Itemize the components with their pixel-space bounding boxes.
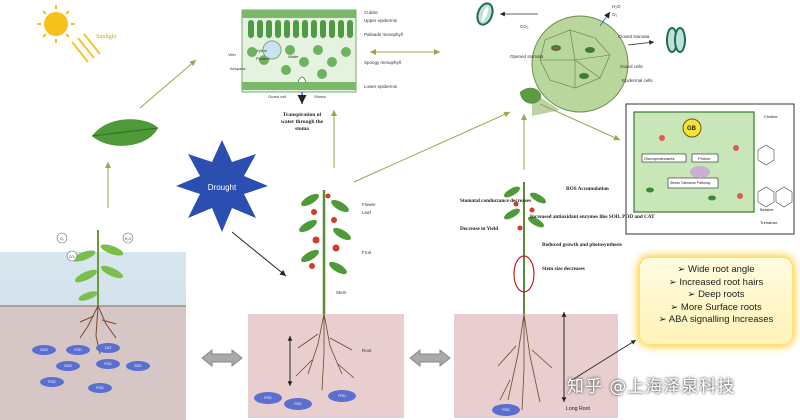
label-stress-pathway: Stress Tolerance Pathway bbox=[670, 181, 711, 185]
enzyme-label: CAT bbox=[105, 346, 113, 350]
glycine-betaine-panel bbox=[625, 103, 795, 235]
label-closed-stomata: Closed stomata bbox=[618, 34, 650, 39]
bubble-label: CO₂ bbox=[69, 255, 76, 259]
flow-arrows bbox=[105, 49, 621, 208]
leaf-icon bbox=[91, 119, 159, 146]
enzyme-label: SOD bbox=[40, 348, 48, 352]
enzyme-label: POD bbox=[96, 386, 104, 390]
label-spongy: Spongy mesophyll bbox=[364, 60, 401, 65]
normal-plant bbox=[248, 190, 404, 418]
caption-line-2: water through the bbox=[281, 119, 324, 125]
caption-line-3: stoma bbox=[295, 126, 309, 132]
transpiration-caption: Transpiration of water through the stoma bbox=[281, 112, 324, 132]
label-betaine: Betaine bbox=[760, 207, 774, 212]
stressed-plant-enzyme-label: POD bbox=[502, 408, 510, 412]
cross-section-left-labels: Vein Xylem Phloem Airspace Water Guard c… bbox=[228, 48, 326, 99]
cross-section-top-labels: Cuticle Upper epidermis Palisade mesophy… bbox=[364, 10, 403, 89]
adaptation-item: ➢ More Surface roots bbox=[670, 301, 762, 313]
effect-stem: Stem size decreases bbox=[542, 266, 585, 272]
bidirectional-arrow-left bbox=[201, 348, 243, 368]
enzyme-label: POD bbox=[264, 396, 272, 400]
label-leaf: Leaf bbox=[362, 210, 372, 215]
adaptation-item: ➢ Deep roots bbox=[687, 289, 745, 300]
adaptation-text: ABA signalling Increases bbox=[668, 314, 774, 325]
enzyme-label: SOD bbox=[134, 364, 142, 368]
adaptation-item: ➢ Wide root angle bbox=[677, 264, 755, 275]
label-guard-cell: Guard cell bbox=[268, 94, 286, 99]
label-water: Water bbox=[288, 54, 299, 59]
enzyme-label: POD bbox=[104, 362, 112, 366]
label-co2: CO₂ bbox=[520, 24, 529, 29]
label-xylem: Xylem bbox=[256, 48, 268, 53]
label-o2: O₂ bbox=[612, 12, 618, 17]
adaptation-item: ➢ ABA signalling Increases bbox=[658, 314, 774, 325]
gb-label: GB bbox=[687, 126, 697, 132]
bubble-label: H₂O bbox=[125, 237, 132, 241]
label-flower: Flower bbox=[362, 202, 376, 207]
label-choline: Choline bbox=[764, 114, 778, 119]
effect-growth: Reduced growth and photosynthesis bbox=[542, 242, 622, 248]
label-guard-cells: Guard cells bbox=[620, 64, 644, 69]
enzyme-labels: SOD POD CAT SOD POD SOD POD POD bbox=[40, 346, 142, 390]
enzyme-label: POD bbox=[74, 348, 82, 352]
stomata-detail bbox=[476, 2, 686, 116]
drought-label: Drought bbox=[208, 183, 237, 192]
leaf-cross-section bbox=[241, 9, 357, 104]
bubble-label: O₂ bbox=[60, 237, 65, 241]
label-cuticle: Cuticle bbox=[364, 10, 378, 15]
effect-yield: Decrease in Yield bbox=[460, 226, 498, 232]
adaptation-item: ➢ Increased root hairs bbox=[668, 276, 764, 288]
label-h2o: H₂O bbox=[612, 4, 621, 9]
bubble-labels: O₂ CO₂ H₂O bbox=[60, 237, 132, 259]
label-vein: Vein bbox=[228, 52, 236, 57]
label-stoma: Stoma bbox=[314, 94, 326, 99]
normal-plant-labels: Flower Leaf Fruit Stem Root bbox=[336, 202, 376, 353]
label-long-root: Long Root bbox=[566, 406, 590, 412]
label-epidermal-cells: Epidermal cells bbox=[622, 78, 653, 83]
effect-antioxidant: Increased antioxidant enzymes like SOD, … bbox=[530, 214, 655, 220]
watermark: 知乎 @上海泽泉科技 bbox=[567, 377, 736, 397]
enzyme-label: POD bbox=[338, 394, 346, 398]
normal-plant-enzyme-labels: POD POD POD bbox=[264, 394, 346, 406]
stomata-labels: CO₂ H₂O O₂ Opened stomata Closed stomata… bbox=[510, 4, 653, 83]
bidirectional-arrow-right bbox=[409, 348, 451, 368]
label-trehalose: Trehalose bbox=[760, 220, 778, 225]
bubble-markers bbox=[56, 232, 134, 262]
label-stem: Stem bbox=[336, 290, 347, 295]
stress-effects: ROS Accumulation Stomatal conductance de… bbox=[460, 186, 655, 412]
adaptation-text: More Surface roots bbox=[680, 301, 762, 313]
label-palisade: Palisade mesophyll bbox=[364, 32, 403, 37]
label-root: Root bbox=[362, 348, 372, 353]
effect-stomatal: Stomatal conductance decreases bbox=[460, 198, 531, 204]
enzyme-label: SOD bbox=[64, 364, 72, 368]
sunlight-rays-icon bbox=[71, 33, 101, 63]
adaptation-text: Increased root hairs bbox=[679, 276, 764, 288]
effect-ros: ROS Accumulation bbox=[566, 186, 609, 192]
label-osmoprotectants: Osmoprotectants bbox=[644, 156, 674, 161]
stressed-plant bbox=[454, 182, 637, 418]
enzyme-label: POD bbox=[48, 380, 56, 384]
sun-icon bbox=[37, 5, 75, 43]
drought-adaptations-box: ➢ Wide root angle ➢ Increased root hairs… bbox=[640, 258, 792, 344]
enzyme-ovals bbox=[32, 343, 150, 393]
label-fruit: Fruit bbox=[362, 250, 372, 255]
gb-panel-labels: GB Betaine Choline Proline Osmoprotectan… bbox=[644, 114, 778, 225]
label-airspace: Airspace bbox=[230, 66, 246, 71]
label-opened-stomata: Opened stomata bbox=[510, 54, 544, 59]
enzyme-label: POD bbox=[294, 402, 302, 406]
caption-line-1: Transpiration of bbox=[283, 112, 322, 118]
adaptation-text: Deep roots bbox=[698, 289, 745, 300]
drought-to-plant-arrow bbox=[231, 231, 287, 277]
label-upper-epidermis: Upper epidermis bbox=[364, 18, 398, 23]
label-proline: Proline bbox=[698, 156, 711, 161]
enzyme-label: POD bbox=[502, 408, 510, 412]
label-phloem: Phloem bbox=[256, 56, 270, 61]
adaptation-text: Wide root angle bbox=[688, 264, 755, 275]
sunlight-label: Sunlight bbox=[96, 34, 117, 40]
label-lower-epidermis: Lower epidermis bbox=[364, 84, 398, 89]
drought-star bbox=[176, 140, 268, 232]
